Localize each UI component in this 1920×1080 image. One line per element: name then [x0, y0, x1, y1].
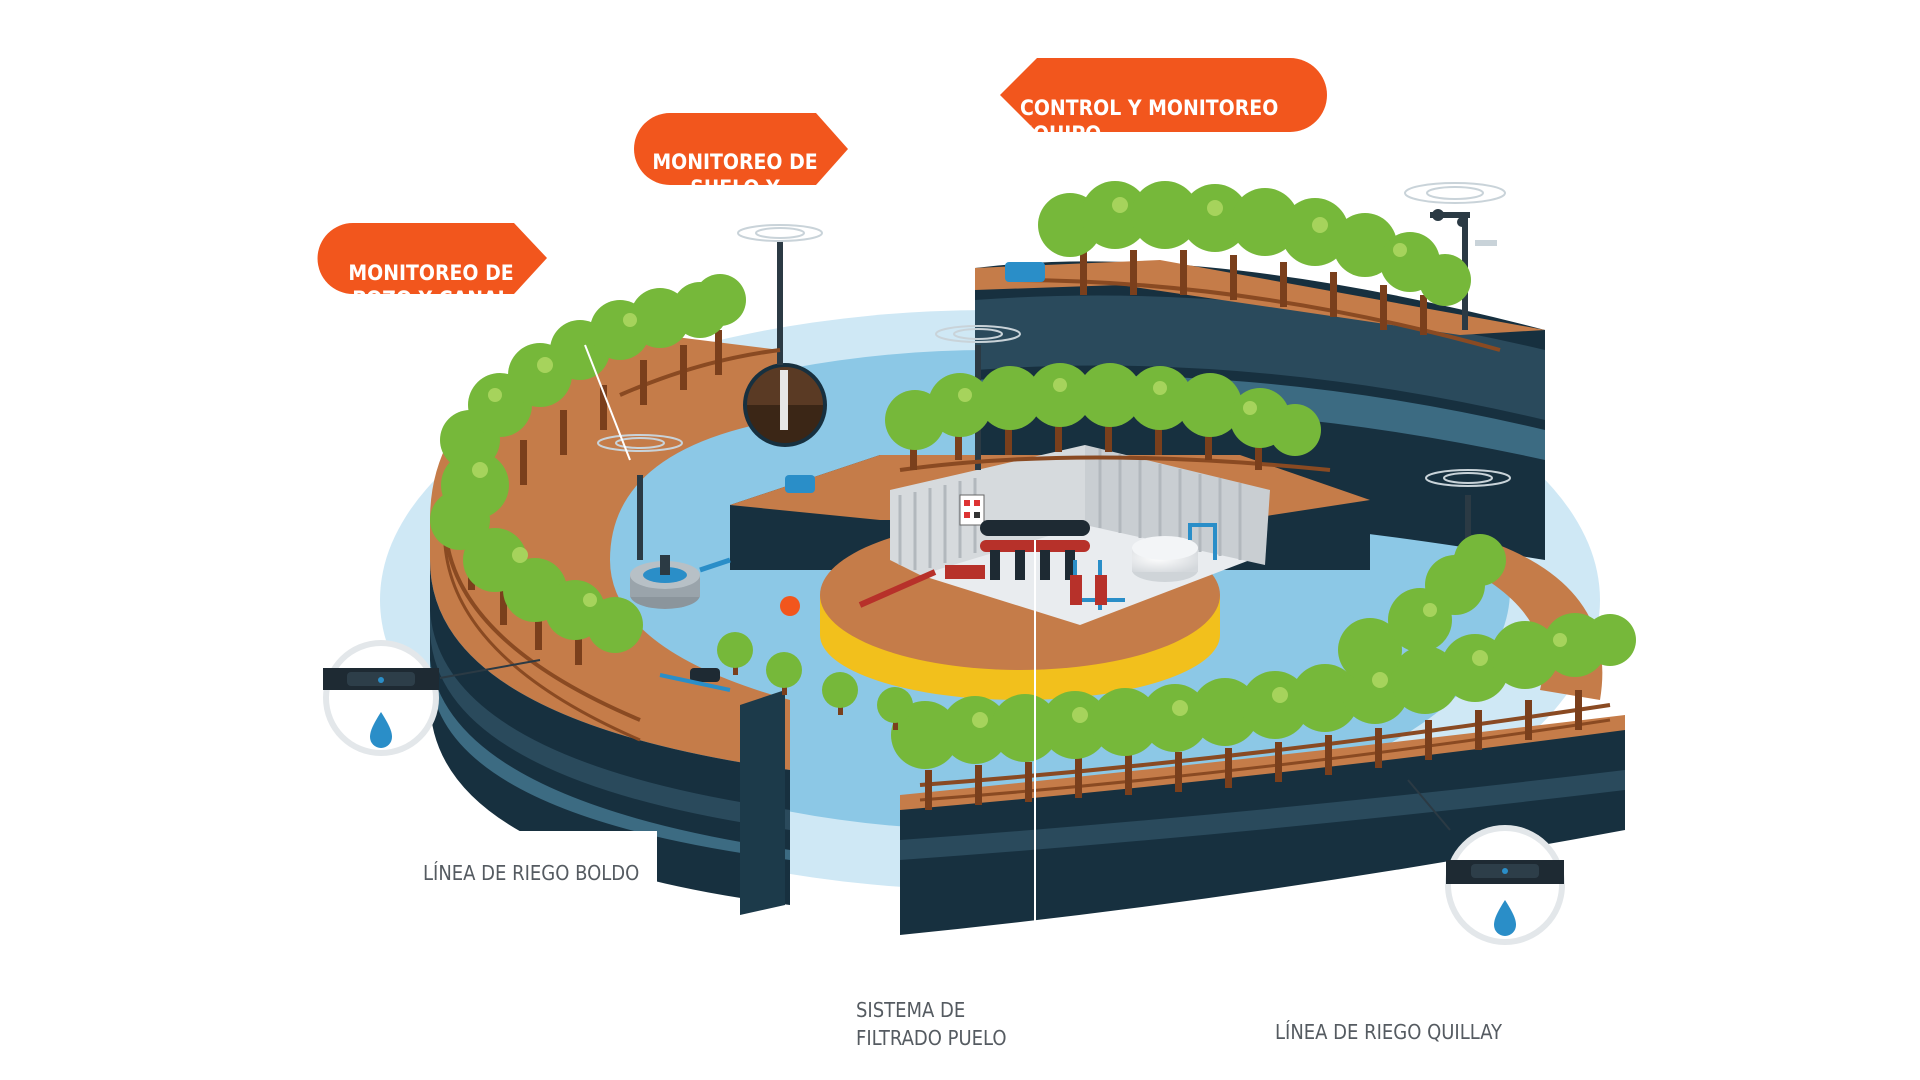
callout-control: CONTROL Y MONITOREO EQUIPO DE RIEGO Y FE… — [1020, 69, 1320, 199]
caption-filtrado: SISTEMA DE FILTRADO PUELO — [856, 968, 1007, 1052]
callout-pozo: MONITOREO DE POZO Y CANAL — [336, 234, 526, 338]
drip-emitter-icon — [323, 640, 439, 756]
caption-boldo: LÍNEA DE RIEGO BOLDO — [423, 831, 658, 887]
caption-quillay: LÍNEA DE RIEGO QUILLAY — [1275, 990, 1502, 1046]
callout-shape-control — [1000, 58, 1327, 132]
tree-row-back — [1038, 181, 1471, 335]
valves — [659, 262, 1045, 692]
tree-row-middle — [885, 363, 1321, 470]
caption-boldo-label: LÍNEA DE RIEGO BOLDO — [423, 861, 640, 885]
leader-lines — [584, 344, 1036, 935]
soil-probe-inset — [743, 363, 827, 447]
callout-pozo-label: MONITOREO DE POZO Y CANAL — [348, 261, 514, 311]
callout-shape-suelo — [634, 113, 848, 185]
drip-emitter-icon — [1445, 825, 1565, 945]
left-front-block — [740, 690, 785, 915]
callout-suelo-label: MONITOREO DE SUELO Y PLANTA — [652, 150, 818, 226]
tree-row-left — [430, 274, 746, 665]
leader-lines-dark — [439, 659, 1451, 831]
callout-shape-pozo — [317, 223, 547, 294]
central-platform — [820, 445, 1270, 700]
callout-control-label: CONTROL Y MONITOREO EQUIPO DE RIEGO Y FE… — [1020, 96, 1279, 172]
callout-suelo: MONITOREO DE SUELO Y PLANTA — [650, 123, 820, 253]
callout-shapes — [317, 58, 1327, 294]
caption-quillay-label: LÍNEA DE RIEGO QUILLAY — [1275, 1020, 1502, 1044]
signal-rings — [597, 182, 1511, 487]
tree-row-front — [891, 534, 1636, 810]
caption-filtrado-label: SISTEMA DE FILTRADO PUELO — [856, 998, 1007, 1050]
fences — [443, 278, 1611, 802]
small-trees — [717, 632, 913, 730]
weather-station-icon — [1430, 209, 1497, 246]
well — [630, 555, 731, 609]
